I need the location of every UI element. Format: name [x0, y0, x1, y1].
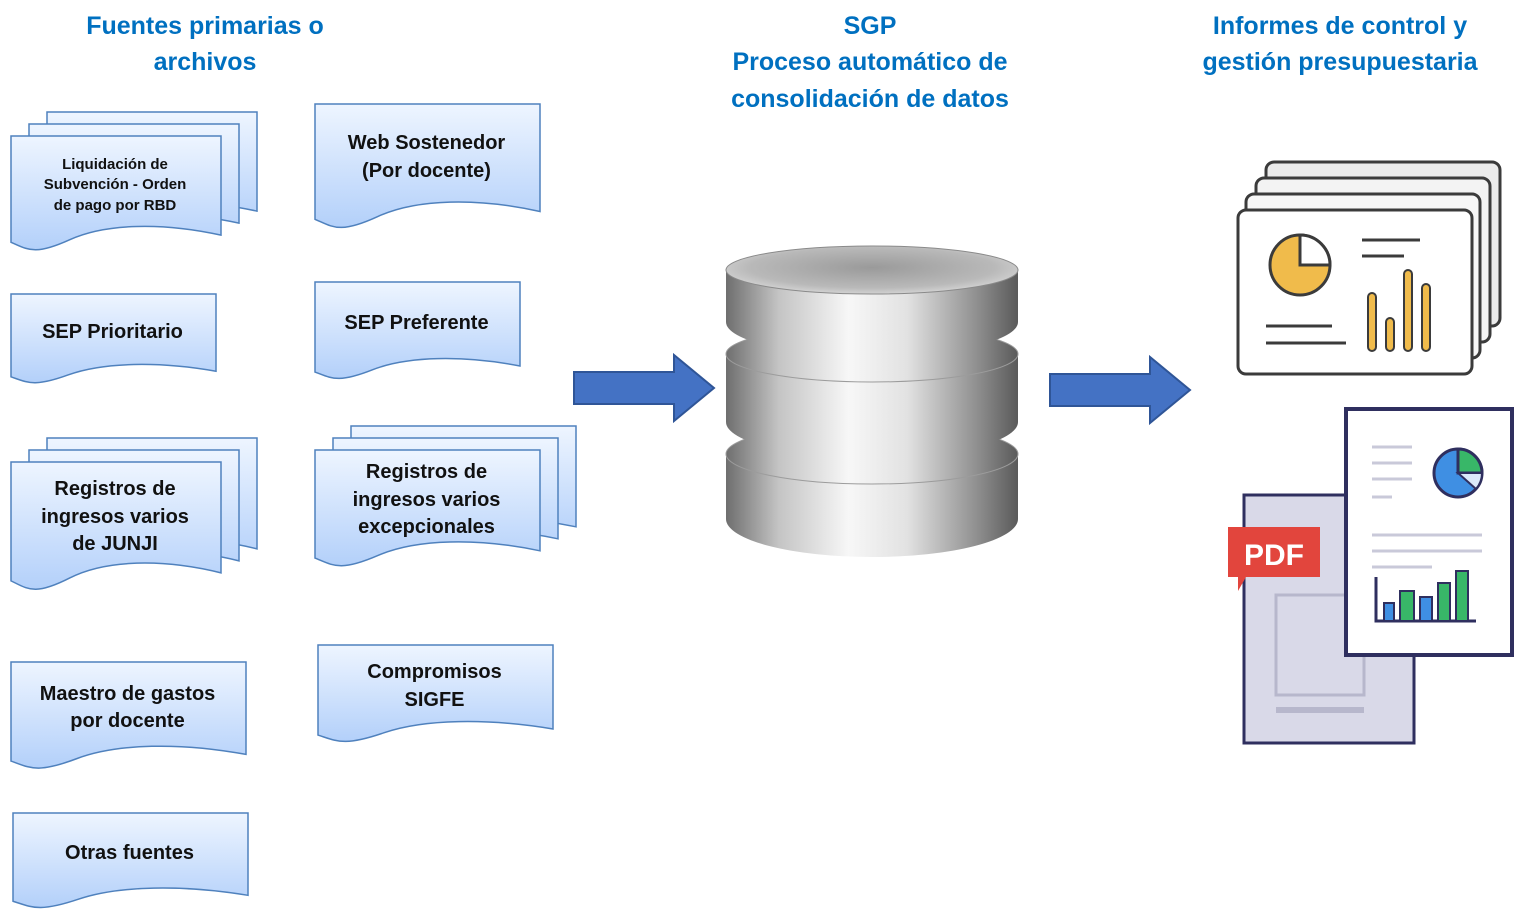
- document-label-liquidacion: Liquidación de Subvención - Orden de pago …: [10, 136, 220, 235]
- document-shape-otras: [12, 812, 249, 909]
- pdf-badge-label: PDF: [1244, 539, 1304, 572]
- document-label-line: por docente: [70, 710, 185, 733]
- sources-heading: Fuentes primarias o archivos: [20, 8, 390, 81]
- pdf-report-icon: PDF: [1228, 407, 1514, 745]
- document-label-otras: Otras fuentes: [12, 813, 247, 895]
- reports-heading-line-2: gestión presupuestaria: [1202, 48, 1478, 77]
- document-label-line: de JUNJI: [72, 533, 158, 556]
- document-label-line: SEP Preferente: [344, 312, 489, 335]
- document-label-line: Registros de: [365, 461, 488, 483]
- document-shape-maestro: [10, 661, 247, 769]
- document-label-line: Compromisos: [367, 661, 502, 684]
- document-label-web-sostenedor: Web Sostenedor (Por docente): [314, 104, 539, 212]
- document-shape-sep-preferente: [314, 281, 521, 380]
- sgp-heading-line-3: consolidación de datos: [731, 84, 1009, 113]
- document-label-line: ingresos varios: [352, 488, 501, 511]
- reports-heading-line-1: Informes de control y: [1212, 12, 1468, 40]
- document-shape-junji: [10, 437, 258, 591]
- document-label-line: Web Sostenedor: [347, 132, 506, 155]
- dashboard-report-icon: [1236, 160, 1502, 376]
- sources-heading-line-2: archivos: [153, 48, 257, 77]
- document-label-line: Registros de: [54, 478, 176, 501]
- document-shape-web-sostenedor: [314, 103, 541, 229]
- database-disk-top: [725, 245, 1019, 356]
- sources-heading-line-1: Fuentes primarias o: [86, 12, 324, 40]
- document-label-line: Subvención - Orden: [43, 176, 187, 194]
- document-label-line: (Por docente): [362, 159, 491, 182]
- document-label-line: Otras fuentes: [65, 842, 194, 865]
- sgp-heading-title: SGP: [843, 12, 897, 40]
- arrow-to-sgp-icon: [573, 352, 716, 424]
- database-icon: [725, 245, 1019, 557]
- document-shape-liquidacion: [10, 111, 258, 251]
- document-label-line: SIGFE: [404, 689, 465, 711]
- sgp-heading: SGP Proceso automático de consolidación …: [690, 8, 1050, 117]
- document-label-line: excepcionales: [358, 516, 495, 539]
- document-shape-excepcionales: [314, 425, 577, 567]
- document-shape-sep-prioritario: [10, 293, 217, 384]
- document-label-excepcionales: Registros de ingresos varios excepcionales: [314, 450, 539, 551]
- document-label-line: SEP Prioritario: [42, 320, 183, 343]
- document-label-sep-preferente: SEP Preferente: [314, 282, 519, 366]
- document-label-line: Maestro de gastos: [39, 682, 216, 705]
- document-label-junji: Registros de ingresos varios de JUNJI: [10, 462, 220, 573]
- document-label-line: Liquidación de: [62, 155, 168, 173]
- document-label-sep-prioritario: SEP Prioritario: [10, 294, 215, 371]
- arrow-to-reports-icon: [1049, 354, 1192, 426]
- sgp-heading-line-2: Proceso automático de: [732, 48, 1008, 77]
- document-label-line: de pago por RBD: [53, 196, 177, 214]
- document-label-maestro: Maestro de gastos por docente: [10, 662, 245, 754]
- reports-heading: Informes de control y gestión presupuest…: [1160, 8, 1520, 81]
- document-label-line: ingresos varios: [41, 505, 189, 528]
- document-shape-sigfe: [317, 644, 554, 743]
